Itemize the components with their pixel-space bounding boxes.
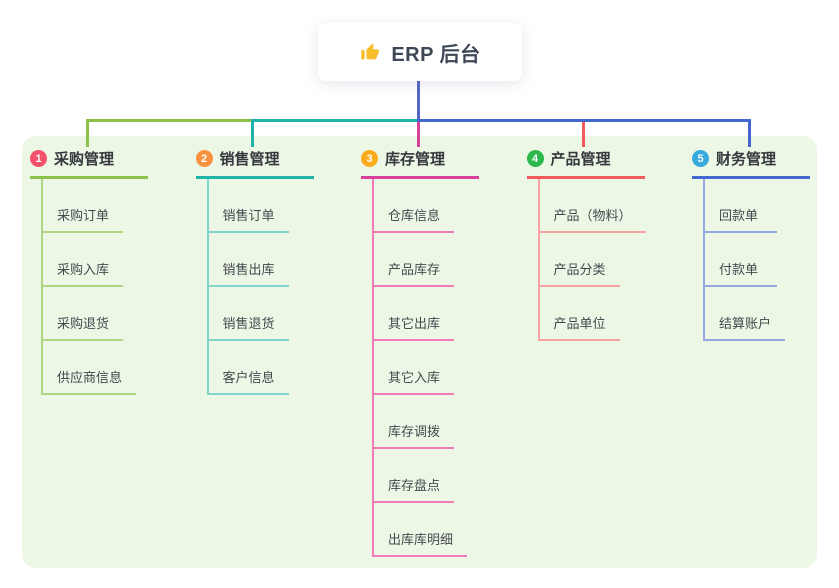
branch-subtree: 产品（物料） 产品分类产品单位 bbox=[527, 179, 667, 341]
sub-item-label: 产品（物料） bbox=[553, 208, 632, 223]
branch-header[interactable]: 2 销售管理 bbox=[195, 148, 314, 179]
branch-title: 采购管理 bbox=[54, 151, 115, 168]
subtree-connector-line bbox=[372, 179, 374, 557]
trunk-segment-line bbox=[85, 119, 254, 122]
sub-item-label: 出库库明细 bbox=[388, 532, 454, 547]
subtree-connector-line bbox=[206, 179, 209, 395]
branch-subtree: 销售订单销售出库销售退货客户信息 bbox=[196, 179, 336, 395]
sub-item[interactable]: 采购订单 bbox=[41, 179, 124, 233]
branch-subtree: 回款单付款单结算账户 bbox=[692, 179, 832, 341]
sub-item[interactable]: 结算账户 bbox=[703, 287, 786, 341]
sub-item-label: 销售订单 bbox=[222, 208, 275, 223]
sub-item[interactable]: 产品库存 bbox=[372, 233, 455, 287]
branch-subtree: 采购订单采购入库采购退货供应商信息 bbox=[30, 179, 170, 395]
sub-item[interactable]: 销售退货 bbox=[206, 287, 289, 341]
sub-item[interactable]: 采购入库 bbox=[41, 233, 124, 287]
sub-item-label: 产品分类 bbox=[553, 262, 606, 277]
thumbs-up-icon bbox=[359, 41, 381, 63]
branch-title: 产品管理 bbox=[550, 151, 611, 168]
branch-number-badge: 4 bbox=[526, 150, 544, 167]
sub-item[interactable]: 付款单 bbox=[703, 233, 777, 287]
root-connector-line bbox=[416, 80, 420, 119]
sub-item-label: 销售出库 bbox=[222, 262, 275, 277]
branch-title: 财务管理 bbox=[716, 151, 777, 168]
branch-drop-line bbox=[747, 122, 751, 147]
sub-item-label: 供应商信息 bbox=[57, 370, 123, 385]
sub-item[interactable]: 其它入库 bbox=[372, 341, 455, 395]
sub-item[interactable]: 销售出库 bbox=[206, 233, 289, 287]
subtree-connector-line bbox=[41, 179, 43, 395]
sub-item-label: 其它入库 bbox=[388, 370, 441, 385]
branch-3: 3 库存管理 仓库信息产品库存其它出库其它入库库存调拨库存盘点出库库明细 bbox=[361, 148, 501, 557]
sub-item[interactable]: 客户信息 bbox=[206, 341, 289, 395]
branches-panel bbox=[22, 136, 817, 568]
branch-title: 库存管理 bbox=[385, 151, 446, 168]
trunk-segment-line bbox=[251, 119, 420, 122]
sub-item-label: 产品库存 bbox=[388, 262, 441, 277]
branch-header[interactable]: 3 库存管理 bbox=[361, 148, 479, 179]
sub-item-label: 采购订单 bbox=[57, 208, 110, 223]
branch-header[interactable]: 4 产品管理 bbox=[526, 148, 645, 179]
sub-item[interactable]: 销售订单 bbox=[206, 179, 289, 233]
sub-item[interactable]: 供应商信息 bbox=[41, 341, 137, 395]
sub-item[interactable]: 库存调拨 bbox=[372, 395, 455, 449]
branch-4: 4 产品管理 产品（物料） 产品分类产品单位 bbox=[526, 148, 667, 341]
sub-item[interactable]: 回款单 bbox=[703, 179, 777, 233]
branch-subtree: 仓库信息产品库存其它出库其它入库库存调拨库存盘点出库库明细 bbox=[361, 179, 501, 557]
branch-header[interactable]: 5 财务管理 bbox=[692, 148, 810, 179]
sub-item[interactable]: 其它出库 bbox=[372, 287, 455, 341]
subtree-connector-line bbox=[537, 179, 540, 341]
branch-number-badge: 3 bbox=[361, 150, 378, 167]
branch-title: 销售管理 bbox=[219, 151, 280, 168]
sub-item-label: 仓库信息 bbox=[388, 208, 441, 223]
branch-number-badge: 1 bbox=[30, 150, 47, 167]
root-node[interactable]: ERP 后台 bbox=[318, 23, 522, 81]
sub-item-label: 其它出库 bbox=[388, 316, 441, 331]
sub-item-label: 客户信息 bbox=[222, 370, 275, 385]
sub-item-label: 采购入库 bbox=[57, 262, 110, 277]
sub-item[interactable]: 产品（物料） bbox=[537, 179, 646, 233]
sub-item[interactable]: 采购退货 bbox=[41, 287, 124, 341]
branch-number-badge: 5 bbox=[692, 150, 709, 167]
root-label: ERP 后台 bbox=[391, 43, 481, 66]
sub-item-label: 库存调拨 bbox=[388, 424, 441, 439]
sub-item[interactable]: 库存盘点 bbox=[372, 449, 455, 503]
sub-item-label: 采购退货 bbox=[57, 316, 110, 331]
branch-1: 1 采购管理 采购订单采购入库采购退货供应商信息 bbox=[30, 148, 170, 395]
sub-item[interactable]: 仓库信息 bbox=[372, 179, 455, 233]
sub-item[interactable]: 产品分类 bbox=[537, 233, 620, 287]
branch-drop-line bbox=[85, 122, 89, 147]
branch-drop-line bbox=[582, 122, 585, 147]
branch-5: 5 财务管理 回款单付款单结算账户 bbox=[692, 148, 832, 341]
branch-header[interactable]: 1 采购管理 bbox=[30, 148, 148, 179]
sub-item-label: 回款单 bbox=[719, 208, 759, 223]
subtree-connector-line bbox=[703, 179, 705, 341]
branch-drop-line bbox=[416, 122, 420, 147]
sub-item-label: 付款单 bbox=[719, 262, 759, 277]
sub-item-label: 销售退货 bbox=[222, 316, 275, 331]
sub-item-label: 库存盘点 bbox=[388, 478, 441, 493]
branch-number-badge: 2 bbox=[195, 150, 213, 167]
branch-drop-line bbox=[251, 122, 254, 147]
branch-2: 2 销售管理 销售订单销售出库销售退货客户信息 bbox=[195, 148, 336, 395]
trunk-segment-line bbox=[416, 119, 751, 122]
sub-item[interactable]: 出库库明细 bbox=[372, 503, 468, 557]
sub-item-label: 产品单位 bbox=[553, 316, 606, 331]
sub-item[interactable]: 产品单位 bbox=[537, 287, 620, 341]
sub-item-label: 结算账户 bbox=[719, 316, 772, 331]
